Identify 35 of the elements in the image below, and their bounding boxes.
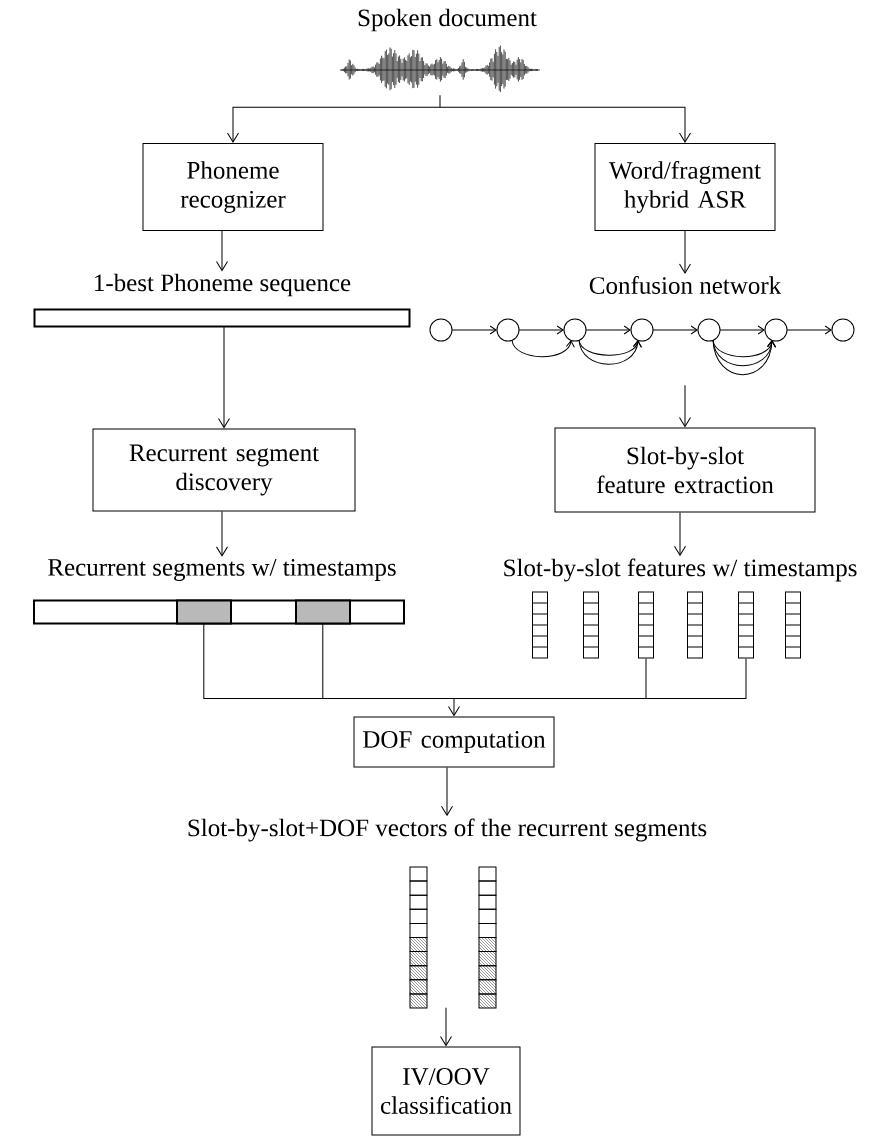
- feature-vector: [478, 951, 497, 967]
- feature-vector: [409, 979, 428, 995]
- arrow: [439, 106, 691, 143]
- process-box: Recurrent segment discovery: [92, 428, 356, 512]
- feature-vector: [409, 965, 428, 981]
- process-box: Word/fragment hybrid ASR: [594, 143, 776, 231]
- process-box: Slot-by-slot feature extraction: [554, 427, 816, 513]
- connector-line: [453, 658, 747, 699]
- process-box: IV/OOV classification: [371, 1046, 521, 1136]
- feature-vector: [478, 937, 497, 953]
- arrow: [448, 698, 460, 717]
- feature-vector: [409, 951, 428, 967]
- arrow: [216, 511, 228, 557]
- arrow: [216, 230, 228, 271]
- heading: Spoken document: [358, 8, 537, 32]
- arrow: [679, 230, 691, 274]
- arrow: [679, 384, 691, 428]
- feature-vector: [409, 937, 428, 953]
- process-box: DOF computation: [353, 716, 555, 768]
- arrow: [440, 1007, 452, 1047]
- feature-vector: [478, 965, 497, 981]
- process-box: Phoneme recognizer: [142, 143, 324, 231]
- heading: Slot-by-slot+DOF vectors of the recurrent segments: [188, 818, 707, 842]
- heading: Recurrent segments w/ timestamps: [48, 559, 396, 581]
- heading: Slot-by-slot features w/ timestamps: [504, 558, 857, 582]
- arrow: [218, 326, 230, 429]
- heading: Confusion network: [589, 276, 782, 294]
- feature-vector: [478, 979, 497, 995]
- connector-line: [203, 623, 455, 699]
- arrow: [441, 767, 453, 816]
- heading: 1-best Phoneme sequence: [95, 273, 351, 297]
- feature-vector: [409, 866, 428, 938]
- connector-line: [439, 94, 441, 108]
- arrow: [227, 106, 441, 143]
- arrow: [674, 512, 686, 556]
